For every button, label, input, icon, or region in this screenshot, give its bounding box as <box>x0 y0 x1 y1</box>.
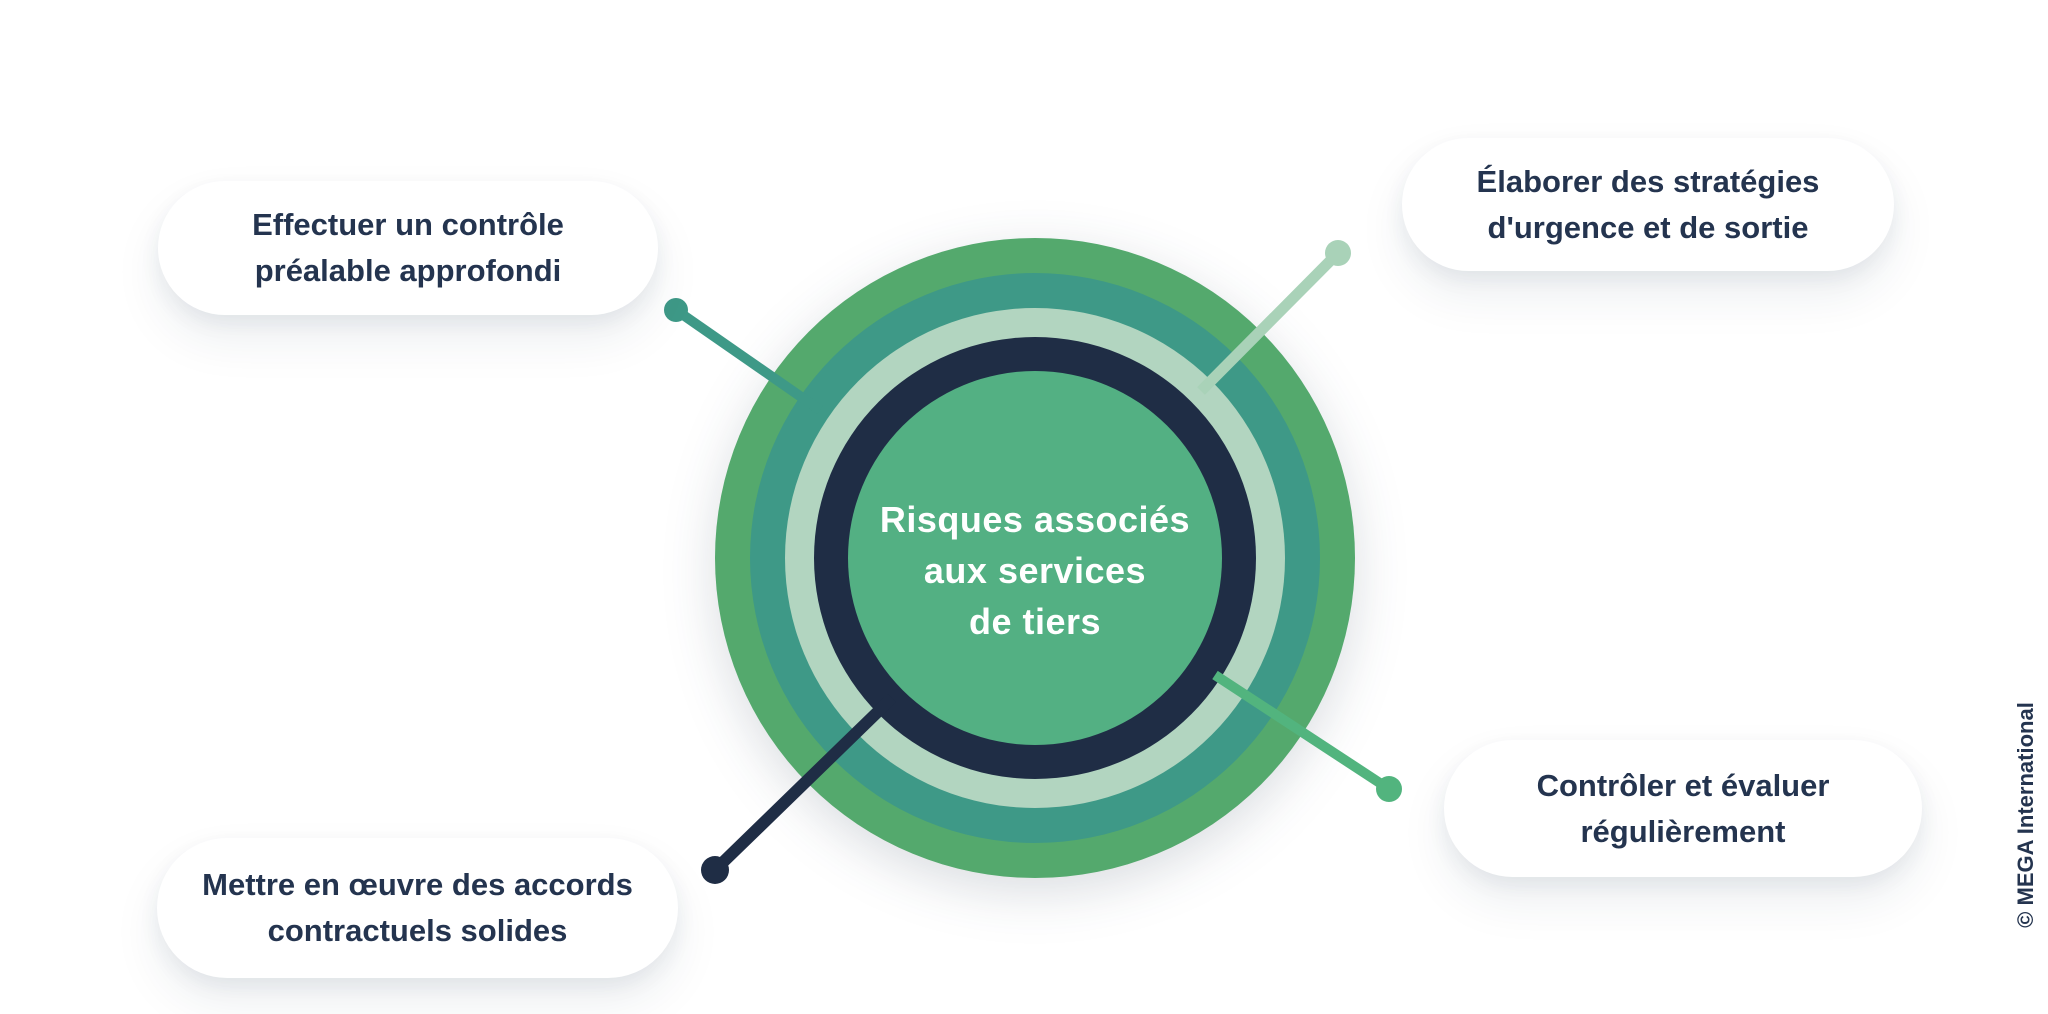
connector-dot-bottom-right <box>1376 776 1402 802</box>
copyright-notice: © MEGA International <box>2013 702 2038 928</box>
connector-dot-top-right <box>1325 240 1351 266</box>
connectors <box>664 240 1402 884</box>
label-pill-top-right: Élaborer des stratégies d'urgence et de … <box>1402 138 1894 271</box>
label-text-bottom-right: Contrôler et évaluer régulièrement <box>1536 767 1830 849</box>
label-text-top-right: Élaborer des stratégies d'urgence et de … <box>1476 163 1820 245</box>
connector-line-top-left <box>673 305 823 415</box>
center-title: Risques associés aux services de tiers <box>879 499 1191 642</box>
connector-dot-bottom-left <box>701 856 729 884</box>
connector-dot-top-left <box>664 298 688 322</box>
label-text-top-left: Effectuer un contrôle préalable approfon… <box>252 207 564 288</box>
label-text-bottom-left: Mettre en œuvre des accords contractuels… <box>202 867 633 948</box>
connector-line-top-right <box>1197 249 1342 395</box>
connector-line-bottom-right <box>1212 670 1392 794</box>
center-circle <box>848 371 1222 745</box>
label-pill-bottom-right: Contrôler et évaluer régulièrement <box>1444 740 1922 877</box>
connector-line-bottom-left <box>710 693 897 875</box>
label-pill-top-left: Effectuer un contrôle préalable approfon… <box>158 181 658 315</box>
label-pill-bottom-left: Mettre en œuvre des accords contractuels… <box>157 838 678 978</box>
